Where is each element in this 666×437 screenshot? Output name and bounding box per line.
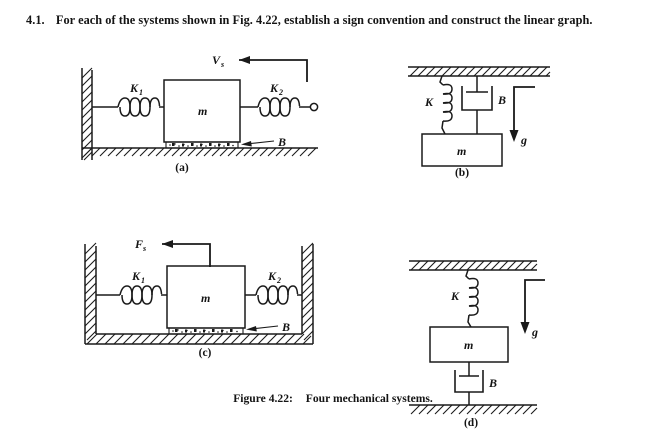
left-wall [81, 67, 93, 161]
label-damper-d: B [488, 376, 497, 390]
problem-number: 4.1. [26, 13, 45, 27]
spring-k-d [465, 269, 479, 328]
label-gravity-d: g [531, 325, 538, 339]
damper-b-d [454, 362, 484, 405]
spring-k2-c [245, 285, 302, 305]
panel-b-label: (b) [454, 167, 470, 179]
force-source-arrow [162, 240, 211, 267]
damper-layer [165, 141, 239, 149]
damper-layer-c [168, 327, 244, 335]
label-damper-a: B [277, 135, 286, 149]
ground-surface [82, 147, 318, 157]
label-k1-c: K [131, 269, 141, 283]
figure-caption-text: Four mechanical systems. [305, 392, 433, 405]
label-spring-d: K [450, 289, 460, 303]
panel-d-lower-drawing: B [409, 362, 538, 415]
mass-block-b [421, 133, 503, 167]
spring-k-b [439, 75, 453, 135]
container-walls [84, 242, 314, 345]
label-source-c-sub: s [142, 244, 146, 253]
label-spring-b: K [424, 95, 434, 109]
label-damper-b: B [497, 93, 506, 107]
label-gravity-b: g [520, 133, 527, 147]
ground-surface-d [409, 404, 538, 415]
label-source-a-sub: s [220, 60, 224, 69]
gravity-arrow-b [509, 86, 535, 142]
label-k1-c-sub: 1 [141, 276, 145, 285]
figure-caption: Figure 4.22: Four mechanical systems. [0, 392, 666, 405]
panel-a: K 1 K 2 m B V s (a) [78, 52, 328, 174]
label-mass-c: m [201, 291, 210, 305]
problem-statement: 4.1. For each of the systems shown in Fi… [26, 12, 644, 30]
label-k2-c-sub: 2 [276, 276, 281, 285]
label-k1-sub: 1 [139, 88, 143, 97]
label-mass-b: m [457, 144, 466, 158]
panel-a-drawing: K 1 K 2 m B V s [81, 53, 319, 161]
panel-c-label: (c) [198, 347, 212, 359]
problem-text: For each of the systems shown in Fig. 4.… [55, 13, 593, 27]
label-k2-c: K [267, 269, 277, 283]
damper-pointer-arrow [241, 140, 275, 147]
label-mass-d: m [464, 338, 473, 352]
panel-c-drawing: K 1 K 2 m B F s [84, 237, 314, 345]
ceiling-surface [408, 66, 551, 77]
panel-a-label: (a) [175, 162, 189, 174]
damper-b [461, 76, 493, 134]
label-k2: K [269, 81, 279, 95]
spring-k2 [240, 97, 319, 117]
panel-d: K m g [395, 202, 645, 429]
label-source-c: F [134, 237, 143, 251]
panel-d-label: (d) [463, 417, 479, 429]
figure-4-22: K 1 K 2 m B V s (a) [0, 52, 666, 429]
label-source-a: V [212, 53, 221, 67]
damper-pointer-arrow-c [246, 325, 279, 332]
spring-k1 [92, 97, 164, 117]
figure-caption-number: Figure 4.22: [233, 392, 293, 405]
spring-k1-c [96, 285, 167, 305]
label-damper-c: B [281, 320, 290, 334]
velocity-source-arrow [239, 56, 308, 82]
label-k1: K [129, 81, 139, 95]
gravity-arrow-d [520, 279, 545, 334]
panel-c: K 1 K 2 m B F s (c) [70, 222, 335, 359]
panel-b: K B m g (b) [400, 52, 640, 182]
panel-b-drawing: K B m g [408, 66, 551, 167]
ceiling-surface-d [409, 260, 538, 271]
label-k2-sub: 2 [278, 88, 283, 97]
panel-d-drawing: K m g [409, 260, 545, 363]
label-mass-a: m [198, 104, 207, 118]
